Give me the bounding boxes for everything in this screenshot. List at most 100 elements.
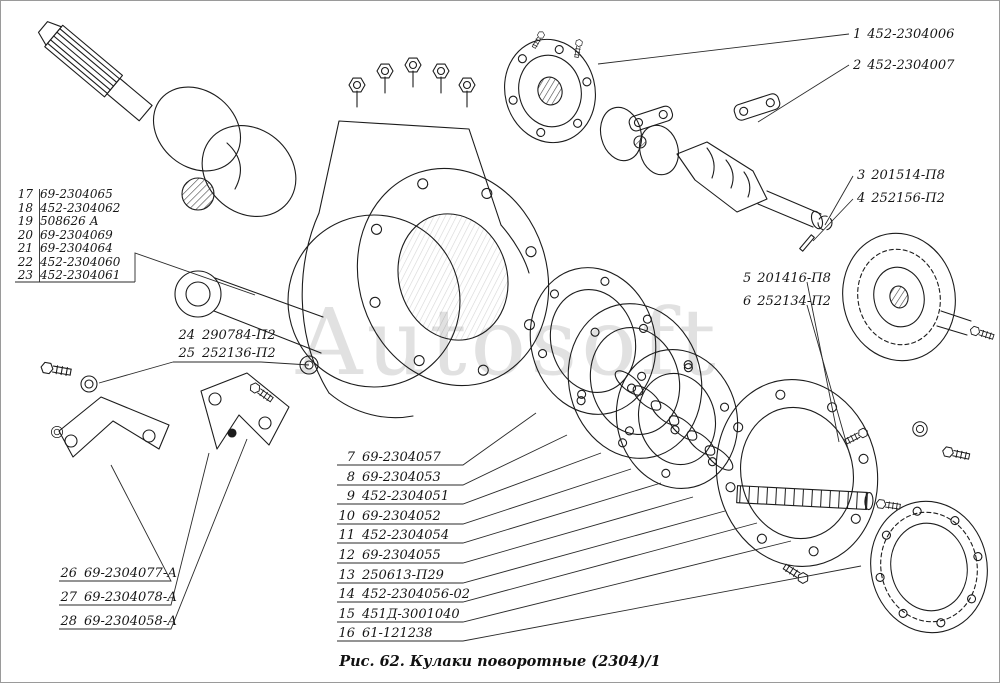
leader-line-16: [337, 434, 568, 486]
callout-part-number: 201416-П8: [757, 271, 831, 286]
leader-line-3: [812, 198, 854, 242]
callout-number: 5: [743, 271, 752, 286]
swivel-flange-drawing: [504, 38, 596, 144]
leader-line-20: [337, 496, 694, 564]
leader-line-0: [597, 33, 850, 65]
callout-part-number: 250613-П29: [362, 567, 444, 583]
bearing-rings-drawing: [529, 267, 902, 586]
part-callout-19: 19 508626 А: [15, 215, 99, 228]
callout-part-number: 69-2304078-А: [84, 590, 178, 605]
callout-number: 11: [338, 528, 355, 544]
callout-number: 27: [60, 590, 77, 605]
leader-line-17: [337, 452, 602, 505]
callout-number: 22: [17, 254, 33, 269]
callout-number: 20: [17, 227, 33, 242]
part-callout-20: 20 69-2304069: [15, 227, 113, 242]
callout-number: 28: [60, 614, 77, 629]
callout-part-number: 61-121238: [362, 626, 433, 642]
leader-line-1: [757, 64, 850, 123]
callout-number: 19: [17, 214, 33, 228]
callout-number: 26: [60, 566, 77, 581]
part-callout-21: 21 69-2304064: [15, 242, 113, 255]
leader-line-22: [337, 522, 758, 603]
callout-part-number: 452-2304062: [40, 200, 121, 215]
leader-line-23: [337, 540, 792, 623]
callout-number: 8: [346, 469, 355, 485]
leader-line-13: [59, 452, 210, 606]
callout-part-number: 69-2304055: [362, 548, 441, 563]
leader-line-19: [337, 482, 662, 544]
callout-number: 13: [338, 567, 355, 583]
part-callout-22: 22 452-2304060: [15, 254, 121, 269]
bracket-parts-drawing: [39, 361, 290, 458]
part-callout-6: 6 252134-П2: [743, 295, 831, 309]
leader-line-10: [98, 361, 174, 384]
callout-number: 21: [17, 241, 33, 255]
callout-number: 16: [338, 626, 355, 642]
callout-part-number: 69-2304064: [40, 241, 113, 255]
callout-part-number: 252136-П2: [202, 346, 276, 361]
leader-lines-layer: [15, 33, 862, 642]
callout-number: 15: [338, 606, 355, 622]
callout-part-number: 69-2304077-А: [84, 566, 178, 581]
callout-part-number: 69-2304065: [40, 187, 113, 201]
callout-part-number: 452-2304006: [867, 27, 955, 42]
knuckle-housing-drawing: [174, 57, 550, 419]
leader-line-18: [337, 468, 632, 525]
callout-number: 6: [743, 294, 752, 309]
leader-line-15: [337, 412, 537, 466]
callout-number: 9: [346, 489, 355, 505]
part-callout-9: 9 452-2304051: [337, 490, 449, 504]
part-callout-12: 12 69-2304055: [337, 548, 441, 563]
leader-line-8: [134, 252, 256, 296]
callout-part-number: 252134-П2: [757, 294, 831, 309]
part-callout-15: 15 451Д-3001040: [337, 606, 460, 622]
part-callout-14: 14 452-2304056-02: [337, 588, 470, 602]
callout-number: 14: [338, 587, 355, 603]
part-callout-4: 4 252156-П2: [857, 192, 945, 206]
callout-number: 23: [17, 268, 33, 282]
callout-part-number: 452-2304051: [362, 489, 450, 505]
drive-shaft-drawing: [37, 21, 297, 218]
part-callout-16: 16 61-121238: [337, 626, 433, 642]
callout-part-number: 69-2304052: [362, 508, 441, 524]
part-callout-13: 13 250613-П29: [337, 567, 444, 583]
leader-line-11: [260, 361, 310, 366]
callout-part-number: 451Д-3001040: [362, 606, 460, 622]
callout-part-number: 452-2304060: [40, 254, 121, 269]
part-callout-10: 10 69-2304052: [337, 508, 441, 524]
callout-part-number: 252156-П2: [871, 191, 945, 206]
part-callout-26: 26 69-2304077-А: [59, 567, 177, 581]
leader-line-12: [59, 464, 172, 582]
leader-line-2: [824, 175, 854, 226]
callout-part-number: 69-2304069: [40, 227, 113, 242]
gasket-drawing: [870, 500, 988, 634]
part-callout-23: 23 452-2304061: [15, 268, 121, 282]
part-callout-11: 11 452-2304054: [337, 529, 449, 543]
callout-part-number: 452-2304061: [40, 268, 121, 282]
callout-number: 10: [338, 508, 355, 524]
leader-line-14: [59, 438, 248, 630]
leader-line-21: [337, 510, 726, 584]
callout-number: 17: [17, 187, 33, 201]
callout-part-number: 508626 А: [40, 214, 99, 228]
part-callout-17: 17 69-2304065: [15, 188, 113, 201]
callout-number: 18: [17, 200, 33, 215]
callout-part-number: 452-2304054: [362, 528, 450, 544]
callout-number: 4: [857, 191, 866, 206]
leader-line-24: [337, 565, 862, 642]
callout-number: 7: [346, 450, 355, 465]
callout-number: 12: [338, 548, 355, 563]
callout-number: 2: [853, 58, 862, 73]
leader-line-5: [806, 304, 852, 460]
callout-part-number: 452-2304056-02: [362, 587, 471, 603]
callout-number: 3: [857, 168, 866, 183]
